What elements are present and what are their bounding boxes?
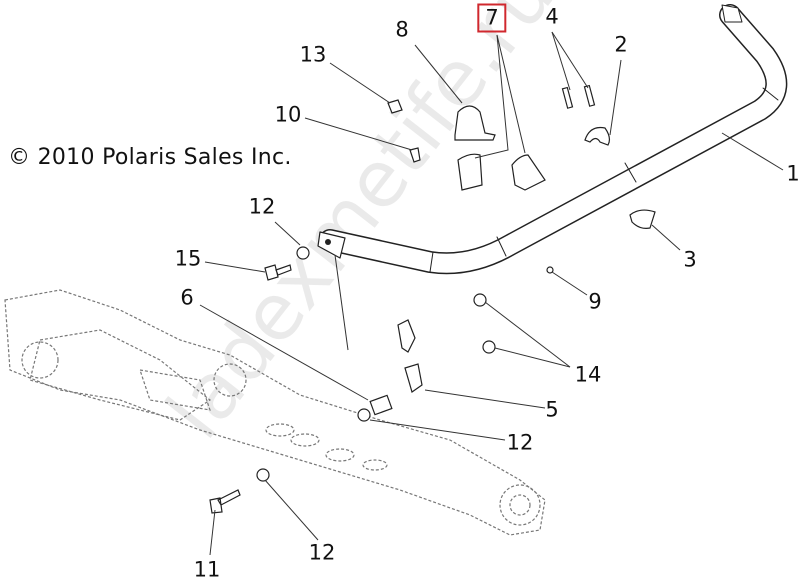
bolt-4b <box>583 84 596 107</box>
leader-lines <box>199 31 784 556</box>
washer-12-top <box>296 246 310 260</box>
bolt-4a <box>561 86 574 109</box>
link-5a <box>397 319 416 353</box>
callout-4[interactable]: 4 <box>545 4 559 29</box>
sway-bar <box>317 4 788 275</box>
bushing-7a <box>457 153 483 191</box>
callout-13[interactable]: 13 <box>299 42 327 67</box>
callout-1[interactable]: 1 <box>786 161 800 186</box>
callout-3[interactable]: 3 <box>683 247 697 272</box>
bracket-8 <box>454 105 496 141</box>
callout-8[interactable]: 8 <box>395 17 409 42</box>
callout-5[interactable]: 5 <box>545 397 559 422</box>
washer-12-low <box>256 468 270 482</box>
callout-2[interactable]: 2 <box>614 32 628 57</box>
bushing-7b <box>511 154 546 191</box>
callout-6[interactable]: 6 <box>180 285 194 310</box>
nut-14a <box>473 293 487 307</box>
nut-9 <box>546 266 554 274</box>
trailing-arm <box>4 289 546 536</box>
callout-14[interactable]: 14 <box>574 362 602 387</box>
bolt-11 <box>209 489 241 514</box>
bushing-2 <box>584 126 611 146</box>
bolt-10 <box>409 147 421 163</box>
small-parts <box>209 84 656 514</box>
bushing-3 <box>629 209 656 229</box>
callout-12-top[interactable]: 12 <box>248 194 276 219</box>
washer-12-mid <box>357 408 371 422</box>
bolt-15 <box>264 264 292 281</box>
callout-11[interactable]: 11 <box>193 557 221 580</box>
copyright-text: © 2010 Polaris Sales Inc. <box>8 145 292 170</box>
callout-12-low[interactable]: 12 <box>308 540 336 565</box>
callout-12-mid[interactable]: 12 <box>506 430 534 455</box>
callout-9[interactable]: 9 <box>588 289 602 314</box>
callout-7-highlighted[interactable]: 7 <box>477 3 507 33</box>
nut-13 <box>387 99 403 114</box>
link-5b <box>404 363 423 393</box>
callout-10[interactable]: 10 <box>274 102 302 127</box>
spacer-6 <box>369 394 393 416</box>
callout-15[interactable]: 15 <box>174 246 202 271</box>
nut-14b <box>482 340 496 354</box>
